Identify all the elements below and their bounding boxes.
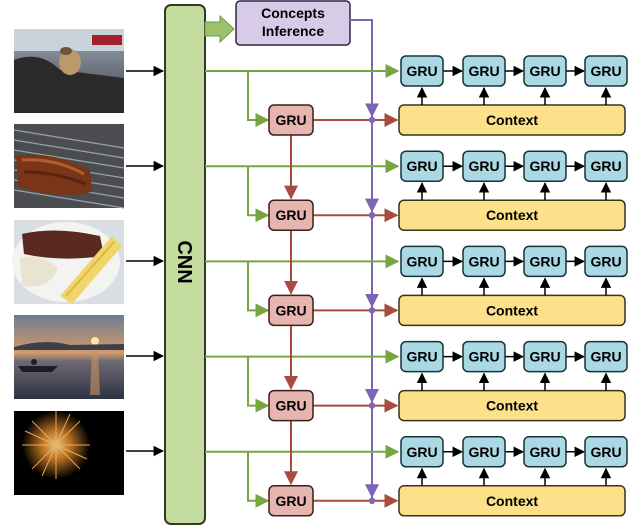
cnn-feature-lines: [205, 64, 400, 508]
context-label: Context: [486, 112, 538, 128]
cnn-to-concepts-arrow: [204, 14, 235, 44]
photo-lake-sunset: [14, 315, 124, 399]
photo-plate-food-corn: [12, 220, 124, 304]
chain-gru-label: GRU: [529, 253, 560, 269]
concepts-label-line1: Concepts: [261, 5, 325, 21]
context-box: Context: [398, 485, 626, 517]
left-gru-node: GRU: [268, 389, 314, 422]
chain-gru-node: GRU: [400, 436, 444, 468]
left-gru-node: GRU: [268, 104, 314, 136]
left-gru-node: GRU: [268, 199, 314, 231]
chain-gru-label: GRU: [468, 253, 499, 269]
chain-gru-label: GRU: [529, 444, 560, 460]
concepts-broadcast-lines: [350, 19, 379, 500]
junction-dot: [368, 497, 376, 504]
photo-dog-in-car: [14, 29, 124, 113]
chain-gru-label: GRU: [590, 253, 621, 269]
chain-gru-node: GRU: [584, 55, 628, 87]
context-box: Context: [398, 389, 626, 422]
chain-gru-label: GRU: [468, 63, 499, 79]
cnn-block: CNN: [164, 4, 206, 525]
chain-gru-node: GRU: [400, 245, 444, 278]
context-label: Context: [486, 398, 538, 414]
chain-gru-node: GRU: [462, 340, 506, 373]
chain-gru-node: GRU: [400, 55, 444, 87]
chain-gru-node: GRU: [584, 436, 628, 468]
left-gru-label: GRU: [275, 398, 306, 414]
chain-gru-node: GRU: [400, 340, 444, 373]
context-label: Context: [486, 493, 538, 509]
cnn-to-left-gru-line: [247, 71, 270, 127]
context-label: Context: [486, 207, 538, 223]
context-label: Context: [486, 302, 538, 318]
context-box: Context: [398, 199, 626, 231]
concepts-label-line2: Inference: [262, 23, 324, 39]
chain-gru-label: GRU: [406, 158, 437, 174]
context-box: Context: [398, 104, 626, 136]
chain-gru-label: GRU: [406, 63, 437, 79]
junction-dot: [368, 212, 376, 219]
left-gru-label: GRU: [275, 493, 306, 509]
chain-gru-label: GRU: [406, 349, 437, 365]
chain-gru-label: GRU: [468, 158, 499, 174]
chain-gru-label: GRU: [590, 63, 621, 79]
chain-gru-node: GRU: [462, 436, 506, 468]
context-box: Context: [398, 294, 626, 327]
photo-fireworks: [14, 411, 124, 495]
chain-gru-node: GRU: [462, 55, 506, 87]
chain-gru-node: GRU: [462, 150, 506, 182]
chain-gru-node: GRU: [462, 245, 506, 278]
chain-gru-label: GRU: [468, 349, 499, 365]
chain-gru-node: GRU: [584, 340, 628, 373]
cnn-to-left-gru-line: [247, 166, 270, 223]
chain-gru-node: GRU: [523, 55, 567, 87]
cnn-label: CNN: [173, 240, 195, 283]
junction-dot: [368, 402, 376, 409]
junction-dot: [368, 307, 376, 314]
cnn-to-left-gru-line: [247, 261, 270, 318]
chain-gru-label: GRU: [529, 158, 560, 174]
chain-gru-label: GRU: [529, 63, 560, 79]
left-gru-label: GRU: [275, 207, 306, 223]
left-gru-label: GRU: [275, 302, 306, 318]
left-gru-lines: [284, 113, 399, 508]
chain-gru-label: GRU: [590, 349, 621, 365]
chain-gru-node: GRU: [400, 150, 444, 182]
left-gru-node: GRU: [268, 485, 314, 517]
image-to-cnn-arrows: [126, 65, 165, 457]
photo-barbecue-ribs: [13, 124, 125, 209]
chain-gru-label: GRU: [468, 444, 499, 460]
chain-gru-label: GRU: [590, 158, 621, 174]
chain-gru-node: GRU: [523, 340, 567, 373]
chain-gru-node: GRU: [584, 245, 628, 278]
chain-gru-node: GRU: [584, 150, 628, 182]
left-gru-node: GRU: [268, 294, 314, 327]
cnn-to-left-gru-line: [247, 451, 270, 508]
chain-gru-node: GRU: [523, 436, 567, 468]
chain-gru-label: GRU: [529, 349, 560, 365]
chain-gru-node: GRU: [523, 245, 567, 278]
cnn-to-left-gru-line: [247, 356, 270, 413]
chain-gru-node: GRU: [523, 150, 567, 182]
chain-gru-label: GRU: [406, 253, 437, 269]
junction-dot: [368, 116, 376, 124]
concepts-inference-box: Concepts Inference: [235, 0, 351, 46]
left-gru-label: GRU: [275, 112, 306, 128]
chain-gru-label: GRU: [590, 444, 621, 460]
chain-gru-label: GRU: [406, 444, 437, 460]
